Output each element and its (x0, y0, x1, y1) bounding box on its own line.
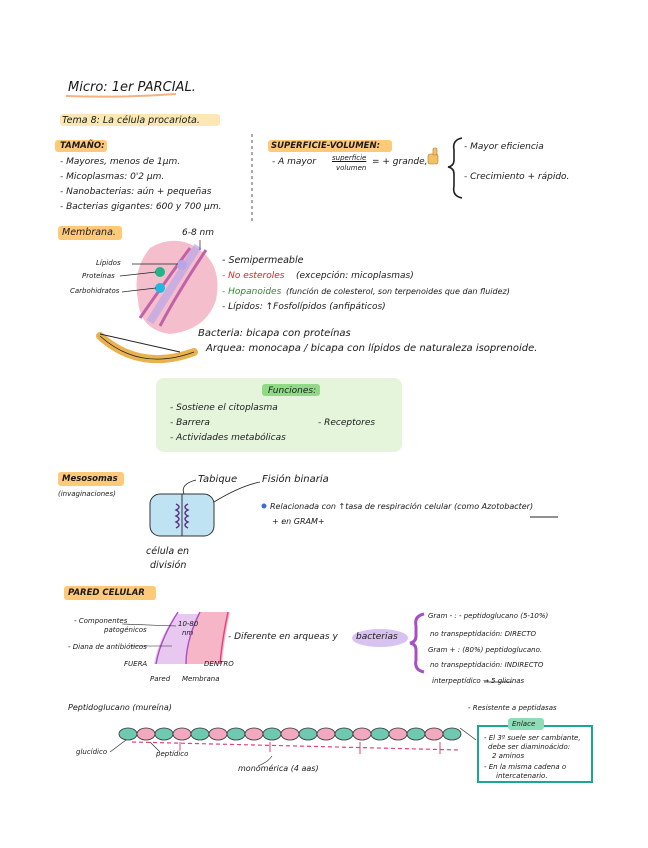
label-lipidos: Lípidos (96, 259, 121, 267)
enlace-line-5: intercatenario. (496, 772, 548, 780)
page-title: Micro: 1er PARCIAL. (68, 80, 196, 95)
label-carbohidratos: Carbohidratos (70, 287, 120, 295)
enlace-line-2: debe ser diaminoácido: (488, 743, 571, 751)
prop-semipermeable: - Semipermeable (222, 255, 304, 266)
fuera-label: FUERA (124, 660, 148, 668)
superficie-result-1: - Mayor eficiencia (464, 142, 544, 152)
mesosomas-heading: Mesosomas (62, 474, 118, 484)
bacteria-line: Bacteria: bicapa con proteínas (198, 328, 351, 339)
dentro-label: DENTRO (204, 660, 234, 668)
peptidoglycan-chain (118, 727, 462, 741)
prop-funcion: (función de colesterol, son terpenoides … (286, 287, 510, 296)
gram-text: + en GRAM+ (272, 517, 325, 526)
fision-label: Fisión binaria (262, 474, 329, 485)
theme-title: Tema 8: La célula procariota. (62, 115, 200, 126)
gram-line-4: no transpeptidación: INDIRECTO (430, 661, 544, 669)
tamano-line-2: - Micoplasmas: 0'2 μm. (60, 172, 165, 182)
gram-line-3: Gram + : (80%) peptidoglucano. (428, 646, 543, 654)
membrana-heading: Membrana. (62, 227, 116, 238)
ratio-top: superficie (332, 154, 367, 162)
tamano-line-3: - Nanobacterias: aún + pequeñas (60, 187, 212, 197)
funcion-4: - Actividades metabólicas (170, 433, 286, 443)
glucidico-label: glucídico (76, 748, 108, 756)
tamano-heading: TAMAÑO: (60, 141, 105, 151)
diferente-text: - Diferente en arqueas y (228, 632, 338, 642)
peptidoglucano-heading: Peptidoglucano (mureína) (68, 703, 172, 712)
enlace-line-4: - En la misma cadena o (484, 763, 567, 771)
monomerica-label: monomérica (4 aas) (238, 764, 319, 773)
componentes-line-2: patogénicos (104, 626, 147, 634)
prop-no-esteroles: - No esteroles (222, 271, 285, 281)
funcion-1: - Sostiene el citoplasma (170, 403, 278, 413)
relacion-text: Relacionada con ↑tasa de respiración cel… (270, 502, 534, 511)
cell-label-1: célula en (146, 546, 190, 557)
funciones-heading: Funciones: (268, 386, 317, 396)
prop-hopanoides: - Hopanoides (222, 287, 282, 297)
enlace-line-1: - El 3º suele ser cambiante, (484, 734, 581, 742)
mesosomas-sub: (invaginaciones) (58, 490, 116, 498)
gram-line-5: interpeptídico → 5 glicinas (432, 677, 525, 685)
funcion-2: - Barrera (170, 418, 210, 428)
prop-lipidos: - Lípidos: ↑Fosfolípidos (anfipáticos) (222, 302, 386, 312)
resistente-label: - Resistente a peptidasas (468, 704, 557, 712)
pared-heading: PARED CELULAR (68, 588, 145, 598)
bacterias-bubble: bacterias (356, 632, 398, 642)
componentes-line-1: - Componentes (74, 617, 128, 625)
membrana-label: Membrana (182, 675, 220, 683)
tamano-line-1: - Mayores, menos de 1μm. (60, 157, 181, 167)
membrana-thickness: 6-8 nm (182, 228, 215, 238)
tabique-label: Tabique (198, 474, 238, 485)
arquea-line: Arquea: monocapa / bicapa con lípidos de… (206, 343, 538, 354)
tamano-line-4: - Bacterias gigantes: 600 y 700 μm. (60, 202, 222, 212)
ratio-bottom: volumen (336, 164, 367, 172)
funcion-3: - Receptores (318, 418, 376, 428)
gram-line-1: Gram - : - peptidoglucano (5-10%) (428, 612, 549, 620)
pared-label: Pared (150, 675, 171, 683)
cell-label-2: división (150, 560, 187, 571)
superficie-line-b: = + grande, (372, 157, 428, 167)
gram-line-2: no transpeptidación: DIRECTO (430, 630, 537, 638)
prop-excepcion: (excepción: micoplasmas) (296, 271, 414, 281)
diana-line: - Diana de antibióticos (68, 643, 147, 651)
superficie-heading: SUPERFICIE-VOLUMEN: (271, 141, 380, 151)
label-proteinas: Proteínas (82, 272, 115, 280)
thumbs-up-icon (427, 147, 439, 165)
superficie-result-2: - Crecimiento + rápido. (464, 172, 570, 182)
enlace-line-3: 2 aminos (492, 752, 525, 760)
wall-thickness-unit: nm (182, 629, 194, 637)
wall-thickness: 10-80 (178, 620, 199, 628)
enlace-title: Enlace (512, 720, 536, 728)
superficie-line-a: - A mayor (272, 157, 316, 167)
peptidico-label: peptídico (156, 750, 189, 758)
